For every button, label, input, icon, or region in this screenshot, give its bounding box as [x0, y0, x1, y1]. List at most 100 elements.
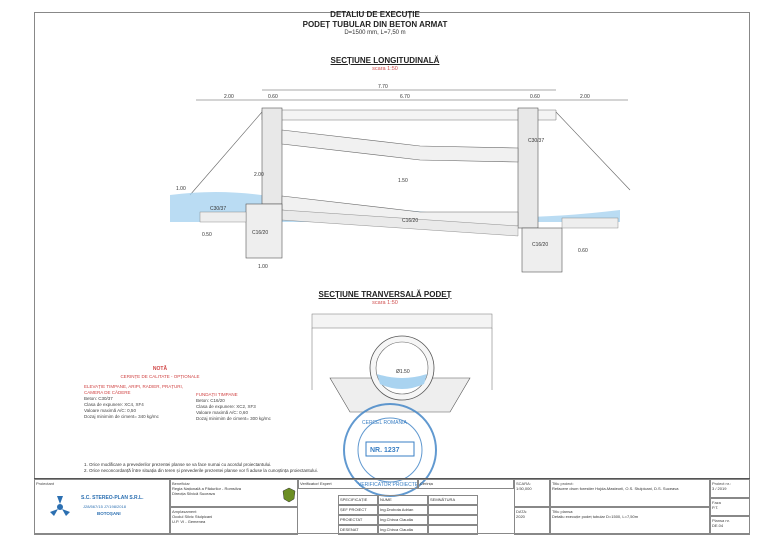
slope-left [189, 111, 263, 196]
company-name: S.C. STEREO-PLAN S.R.L. [81, 495, 144, 501]
tb-sign-1 [428, 505, 478, 515]
apron-right [561, 217, 619, 229]
note-right-line-4: Dozaj minimim de ciment= 300 kg/mc [196, 416, 271, 421]
tb-requirement-head: Cerința [418, 479, 514, 489]
dim-headwall-200: 2.00 [254, 172, 264, 178]
tb-designer-label: Proiectant [36, 481, 55, 486]
tb-beneficiary-name-2: Direcția Silvică Suceava [172, 491, 215, 496]
label-c16-left: C16/20 [252, 230, 268, 236]
note-right-line-1: Beton: C16/20 [196, 398, 225, 403]
dim-total: 7.70 [378, 84, 388, 90]
drawing-title: DETALIU DE EXECUȚIE PODEȚ TUBULAR DIN BE… [260, 10, 490, 30]
tb-date-label: DATA: [516, 509, 528, 514]
dim-foundation-100: 1.00 [258, 264, 268, 270]
tb-beneficiary-name: Regia Națională a Pădurilor - Romsilva [172, 486, 241, 491]
trans-road-layer [311, 313, 493, 329]
tb-date: DATA: 2020 [514, 507, 550, 535]
tb-name-1: Ing.Drobota Adrian [378, 505, 428, 515]
tb-beneficiary: Beneficiar Regia Națională a Pădurilor -… [170, 479, 298, 507]
pipe-upper-wall [281, 129, 519, 163]
company-reg: J28/567/15 J7/198/2018 [83, 504, 126, 509]
transversal-title: SECȚIUNE TRANVERSALĂ PODEȚ [318, 290, 452, 299]
longitudinal-title: SECȚIUNE LONGITUDINALĂ [330, 56, 440, 65]
title-line-1: DETALIU DE EXECUȚIE [330, 10, 420, 19]
tb-scale: SCARA: 1:50,000 [514, 479, 550, 507]
tb-sign-header: SEMNĂTURA [428, 495, 478, 505]
label-concrete-right: C30/37 [528, 138, 544, 144]
dim-left-200: 2.00 [224, 94, 234, 100]
foundation-right [521, 227, 563, 273]
company-city: BOTOȘANI [97, 511, 121, 516]
title-block: Proiectant S.C. STEREO-PLAN S.R.L. J28/5… [34, 478, 750, 535]
tb-name-3: Ing.Chirca Claudia [378, 525, 428, 535]
stamp-bottom-text: VERIFICATOR PROIECTE [358, 482, 419, 488]
note-left-line-4: Dozaj minimim de ciment= 340 kg/mc [84, 414, 159, 419]
tb-role-2: PROIECTAT [338, 515, 378, 525]
tb-phase-label: Faza [712, 500, 721, 505]
tb-phase-value: P.T. [712, 505, 719, 510]
note-right-block: FUNDAȚII TIMPANE Beton: C16/20 Clasa de … [196, 392, 306, 422]
apron-left [199, 211, 247, 223]
label-c16-right: C16/20 [532, 242, 548, 248]
tb-sheet-title-value: Detaliu execuție podeț tubular D=1500, L… [552, 514, 639, 519]
tb-date-value: 2020 [516, 514, 525, 519]
tb-verifier-head: Verificator/ Expert [298, 479, 418, 489]
note-left-block: ELEVAȚIE TIMPANE, ARIPI, RADIER, PRAȚURI… [84, 384, 194, 420]
dim-right-060: 0.60 [530, 94, 540, 100]
note-subheading: CERINȚE DE CALITATE - OPȚIONALE [120, 374, 200, 379]
tb-project-number: Proiect nr.: 3 / 2019 [710, 479, 750, 498]
foundation-left [245, 203, 283, 259]
tb-sheet-number-label: Plansa nr. [712, 518, 730, 523]
note-right-line-3: Valoare maximă A/C: 0,60 [196, 410, 248, 415]
trans-water [377, 374, 427, 389]
tb-sheet-title-label: Titlu plansa: [552, 509, 574, 514]
tb-role-1: ȘEF PROIECT [338, 505, 378, 515]
general-note-2: 2. Orice neconcordanță între situația di… [84, 468, 318, 473]
note-left-line-2: Clasa de expunere: XC4, XF4 [84, 402, 144, 407]
tb-sign-2 [428, 515, 478, 525]
transversal-section-drawing: Ø1.50 [311, 313, 493, 413]
tb-scale-label: SCARA: [516, 481, 531, 486]
title-line-2: PODEȚ TUBULAR DIN BETON ARMAT [302, 20, 448, 29]
road-layer [261, 109, 557, 121]
headwall-right [517, 107, 539, 229]
tb-project-number-label: Proiect nr.: [712, 481, 732, 486]
label-concrete-left: C30/37 [210, 206, 226, 212]
dim-apron-060: 0.60 [578, 248, 588, 254]
longitudinal-section-drawing: 7.70 2.00 0.60 6.70 0.60 2.00 C30/37 C30… [170, 84, 631, 273]
tb-phase: Faza P.T. [710, 498, 750, 516]
verifier-stamp: NR. 1237 CERCEL ROMANIA VERIFICATOR PROI… [343, 403, 437, 497]
tb-project-title: Titlu proiect: Refacere drum forestier H… [550, 479, 710, 507]
note-left-line-1: Beton: C30/37 [84, 396, 113, 401]
dim-mid-670: 6.70 [400, 94, 410, 100]
note-left-title: ELEVAȚIE TIMPANE, ARIPI, RADIER, PRAȚURI… [84, 384, 184, 395]
tb-verifier-label: Verificator/ Expert [300, 481, 332, 486]
tb-role-0: SPECIFICAȚIE [338, 495, 378, 505]
transversal-scale: scara 1:50 [372, 300, 398, 306]
stamp-number: NR. 1237 [370, 447, 400, 454]
tb-sheet-title: Titlu plansa: Detaliu execuție podeț tub… [550, 507, 710, 535]
label-c16-mid: C16/20 [402, 218, 418, 224]
dim-right-200: 2.00 [580, 94, 590, 100]
tb-role-3: DESENAT [338, 525, 378, 535]
tb-location-name-2: U.P. VI - Gemenea [172, 519, 206, 524]
dim-left-060: 0.60 [268, 94, 278, 100]
tb-location-name: Ocolul Silvic Stulpicani [172, 514, 213, 519]
tb-designer: Proiectant S.C. STEREO-PLAN S.R.L. J28/5… [34, 479, 170, 535]
note-right-title: FUNDAȚII TIMPANE [196, 392, 238, 397]
tb-beneficiary-label: Beneficiar [172, 481, 190, 486]
dim-pipe-150: 1.50 [398, 178, 408, 184]
dim-apron-050: 0.50 [202, 232, 212, 238]
company-logo-icon [50, 496, 70, 516]
tb-sheet-number: Plansa nr. DE.04 [710, 516, 750, 535]
headwall-left [261, 107, 283, 205]
stamp-number-box [365, 441, 415, 457]
stamp-outer-text: CERCEL ROMANIA [362, 420, 407, 426]
note-right-line-2: Clasa de expunere: XC2, XF3 [196, 404, 256, 409]
note-heading: NOTĂ [152, 366, 168, 372]
dim-water-100: 1.00 [176, 186, 186, 192]
stamp-inner-ring [357, 417, 423, 483]
romsilva-logo-icon [282, 487, 296, 503]
drawing-subtitle: D=1500 mm, L=7,50 m [344, 30, 406, 36]
slope-right [555, 111, 631, 191]
